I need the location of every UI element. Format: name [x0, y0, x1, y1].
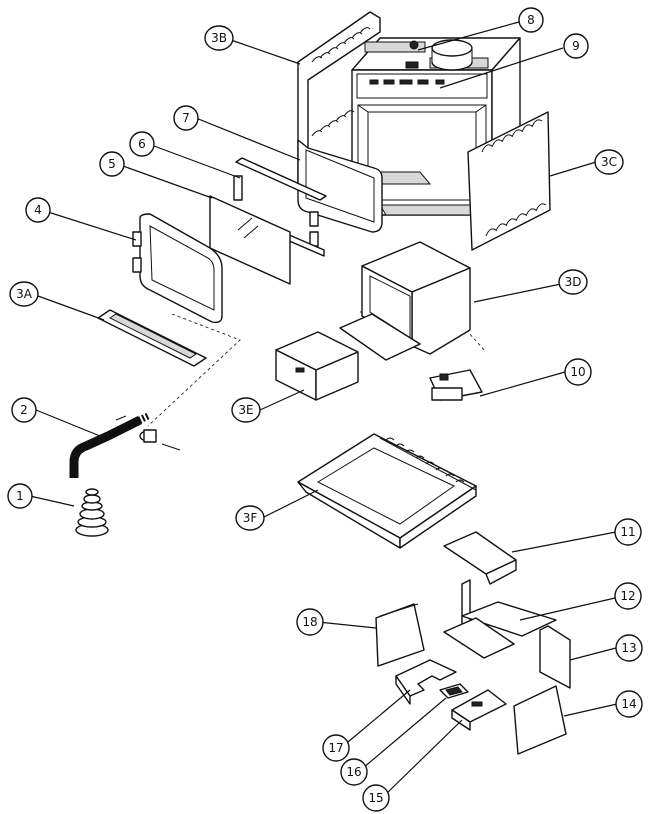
hearth-base-pan — [297, 433, 477, 549]
callout-label: 18 — [302, 615, 317, 629]
callout-label: 2 — [20, 403, 28, 417]
callout-9: 9 — [563, 33, 589, 59]
callout-2: 2 — [11, 397, 37, 423]
callout-15: 15 — [362, 784, 390, 812]
dashed-guide-left — [147, 313, 241, 427]
flue-collar — [409, 39, 473, 71]
side-louver-panel-right — [467, 111, 551, 251]
callout-16: 16 — [340, 758, 368, 786]
glass-panel — [209, 195, 291, 285]
callout-14: 14 — [615, 690, 643, 718]
callout-label: 17 — [328, 741, 343, 755]
callout-label: 16 — [346, 765, 361, 779]
callout-6: 6 — [129, 131, 155, 157]
burner-connector — [75, 488, 109, 537]
callout-label: 10 — [570, 365, 585, 379]
ash-grate — [97, 309, 207, 367]
callout-3f: 3F — [235, 505, 265, 531]
callout-label: 14 — [621, 697, 636, 711]
refractory-brick-left — [375, 603, 425, 667]
callout-label: 12 — [620, 589, 635, 603]
callout-3b: 3B — [204, 25, 234, 51]
gas-line-assembly — [69, 412, 181, 478]
callout-18: 18 — [296, 608, 324, 636]
callout-1: 1 — [7, 483, 33, 509]
callout-label: 4 — [34, 203, 42, 217]
callout-11: 11 — [614, 518, 642, 546]
ash-drawer — [275, 331, 359, 401]
callout-label: 3E — [238, 403, 253, 417]
callout-label: 3C — [601, 155, 617, 169]
callout-5: 5 — [99, 151, 125, 177]
callout-3d: 3D — [558, 269, 588, 295]
firebox-insert — [339, 241, 471, 361]
mounting-bracket — [429, 369, 483, 401]
callout-17: 17 — [322, 734, 350, 762]
leader-lines — [29, 21, 618, 795]
callout-label: 7 — [182, 111, 190, 125]
callout-13: 13 — [615, 634, 643, 662]
callout-label: 15 — [368, 791, 383, 805]
refractory-brick-floor-left — [395, 659, 457, 705]
callout-3c: 3C — [594, 149, 624, 175]
refractory-brick-side — [539, 625, 571, 689]
callout-label: 3A — [16, 287, 33, 301]
callout-label: 5 — [108, 157, 116, 171]
callout-label: 3F — [243, 511, 258, 525]
callout-label: 9 — [572, 39, 580, 53]
callout-label: 8 — [527, 13, 535, 27]
door-frame — [297, 139, 383, 233]
callout-3e: 3E — [231, 397, 261, 423]
callout-label: 11 — [620, 525, 635, 539]
callout-7: 7 — [173, 105, 199, 131]
refractory-brick-shelf — [443, 579, 557, 659]
refractory-brick-floor-right — [451, 689, 507, 731]
grate-insert-tile — [439, 683, 469, 699]
refractory-brick-rear — [513, 685, 567, 755]
callout-label: 6 — [138, 137, 146, 151]
callout-4: 4 — [25, 197, 51, 223]
callout-label: 3D — [565, 275, 582, 289]
callout-label: 13 — [621, 641, 636, 655]
refractory-brick-top — [443, 531, 517, 585]
callout-label: 3B — [211, 31, 227, 45]
callout-label: 1 — [16, 489, 24, 503]
callout-12: 12 — [614, 582, 642, 610]
callout-8: 8 — [518, 7, 544, 33]
callout-10: 10 — [564, 358, 592, 386]
callout-3a: 3A — [9, 281, 39, 307]
door-frame-handle — [132, 213, 223, 324]
